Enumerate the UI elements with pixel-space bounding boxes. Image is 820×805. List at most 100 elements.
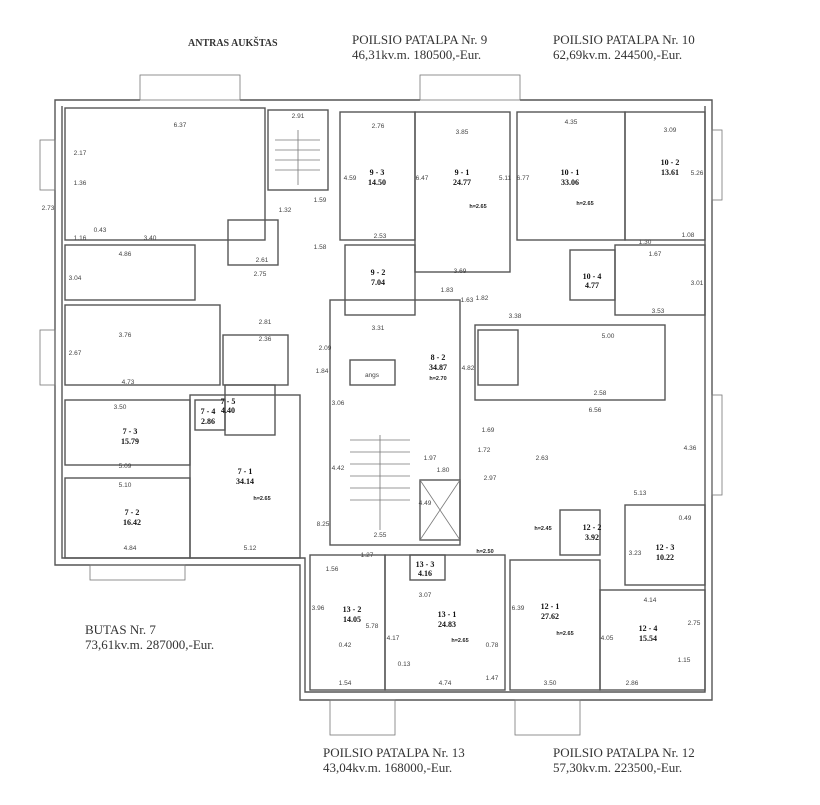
dimension-label: 3.76 <box>119 332 132 339</box>
room-id: 13 - 1 <box>438 610 457 619</box>
dimension-label: 2.58 <box>594 390 607 397</box>
unit-info: 73,61kv.m. 287000,-Eur. <box>85 637 215 652</box>
dimension-label: 0.78 <box>486 642 499 649</box>
balconies <box>39 74 723 736</box>
dimension-label: 3.69 <box>454 268 467 275</box>
room-area: 34.14 <box>236 477 254 486</box>
dimension-label: 3.50 <box>114 404 127 411</box>
dimension-label: 2.67 <box>69 350 82 357</box>
unit-10-caption: POILSIO PATALPA Nr. 10 62,69kv.m. 244500… <box>553 32 695 62</box>
room-id: 7 - 3 <box>123 427 138 436</box>
room-area: 24.83 <box>438 620 456 629</box>
room-area: 24.77 <box>453 178 471 187</box>
dimension-label: 2.53 <box>374 233 387 240</box>
dimension-label: 4.35 <box>565 119 578 126</box>
room-id: 10 - 1 <box>561 168 580 177</box>
elevator <box>419 479 461 541</box>
dimension-label: 4.82 <box>462 365 475 372</box>
room-id: 12 - 4 <box>639 624 658 633</box>
dimension-label: 6.39 <box>512 605 525 612</box>
room-height: h=2.70 <box>429 376 446 382</box>
unit-12-caption: POILSIO PATALPA Nr. 12 57,30kv.m. 223500… <box>553 745 695 775</box>
dimension-label: 1.80 <box>437 467 450 474</box>
dimension-label: 1.47 <box>486 675 499 682</box>
dimension-label: 3.53 <box>652 308 665 315</box>
room-id: 10 - 2 <box>661 158 680 167</box>
dimension-label: 4.17 <box>387 635 400 642</box>
room-area: 7.04 <box>371 278 385 287</box>
dimension-label: 3.85 <box>456 129 469 136</box>
dimension-label: 4.36 <box>684 445 697 452</box>
room-id: 12 - 2 <box>583 523 602 532</box>
room-id: 9 - 2 <box>371 268 386 277</box>
unit-title: POILSIO PATALPA Nr. 9 <box>352 32 488 47</box>
interior-walls <box>64 107 706 691</box>
room-area: 34.87 <box>429 363 447 372</box>
staircase-top <box>275 130 320 185</box>
dimension-label: 5.11 <box>499 175 512 182</box>
room-id: 7 - 5 <box>221 397 236 406</box>
unit-title: BUTAS Nr. 7 <box>85 622 156 637</box>
dimension-label: 1.69 <box>482 427 495 434</box>
dimension-label: 2.17 <box>74 150 87 157</box>
staircase-center <box>350 435 410 530</box>
room-area: 33.06 <box>561 178 579 187</box>
dimension-label: 2.86 <box>626 680 639 687</box>
dimension-label: 3.96 <box>312 605 325 612</box>
unit-title: POILSIO PATALPA Nr. 12 <box>553 745 695 760</box>
dimension-label: 2.75 <box>254 271 267 278</box>
height-label: h=2.50 <box>476 549 493 555</box>
height-label: h=2.65 <box>556 631 573 637</box>
height-label: h=2.65 <box>451 638 468 644</box>
room-area: 14.05 <box>343 615 361 624</box>
unit-info: 62,69kv.m. 244500,-Eur. <box>553 47 683 62</box>
dimension-label: 4.84 <box>124 545 137 552</box>
unit-info: 43,04kv.m. 168000,-Eur. <box>323 760 453 775</box>
dimension-label: 6.77 <box>517 175 530 182</box>
dimension-label: 5.09 <box>119 463 132 470</box>
dimension-label: 2.81 <box>259 319 272 326</box>
room-area: 16.42 <box>123 518 141 527</box>
dimension-label: 3.40 <box>144 235 157 242</box>
dimension-label: 0.42 <box>339 642 352 649</box>
height-label: h=2.65 <box>576 201 593 207</box>
dimension-label: 2.09 <box>319 345 332 352</box>
dimension-label: 6.47 <box>416 175 429 182</box>
stair-label: angs <box>365 372 380 379</box>
room-area: 4.16 <box>418 569 432 578</box>
dimension-label: 5.10 <box>119 482 132 489</box>
dimension-label: 1.97 <box>424 455 437 462</box>
dimension-label: 1.82 <box>476 295 489 302</box>
dimension-label: 5.78 <box>366 623 379 630</box>
dimension-label: 1.67 <box>649 251 662 258</box>
dimension-label: 5.00 <box>602 333 615 340</box>
dimension-label: 4.49 <box>419 500 432 507</box>
dimension-label: 1.72 <box>478 447 491 454</box>
dimension-label: 3.01 <box>691 280 704 287</box>
height-label: h=2.45 <box>534 526 551 532</box>
dimension-label: 1.54 <box>339 680 352 687</box>
unit-9-caption: POILSIO PATALPA Nr. 9 46,31kv.m. 180500,… <box>352 32 487 62</box>
dimension-label: 2.73 <box>42 205 55 212</box>
dimension-label: 1.56 <box>326 566 339 573</box>
room-id: 7 - 4 <box>201 407 216 416</box>
dimension-label: 6.56 <box>589 407 602 414</box>
floor-title: ANTRAS AUKŠTAS <box>188 38 278 49</box>
dimension-label: 2.63 <box>536 455 549 462</box>
room-id: 9 - 1 <box>455 168 470 177</box>
dimension-label: 2.36 <box>259 336 272 343</box>
dimension-label: 2.76 <box>372 123 385 130</box>
height-label: h=2.65 <box>469 204 486 210</box>
room-area: 4.77 <box>585 281 599 290</box>
dimension-label: 3.31 <box>372 325 385 332</box>
room-area: 13.61 <box>661 168 679 177</box>
room-id: 9 - 3 <box>370 168 385 177</box>
dimension-label: 3.06 <box>332 400 345 407</box>
room-id: 12 - 1 <box>541 602 560 611</box>
dimension-label: 3.38 <box>509 313 522 320</box>
dimension-label: 3.07 <box>419 592 432 599</box>
dimension-label: 1.16 <box>74 235 87 242</box>
dimension-label: 1.83 <box>441 287 454 294</box>
room-id: 13 - 3 <box>416 560 435 569</box>
dimension-label: 0.13 <box>398 661 411 668</box>
